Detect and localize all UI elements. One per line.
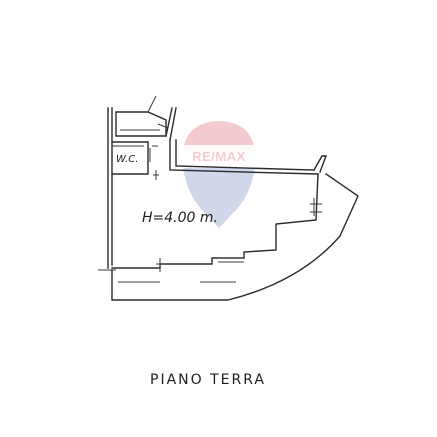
right-diagonal-wall bbox=[313, 155, 328, 173]
entry-block bbox=[115, 111, 167, 137]
wc-fixture bbox=[153, 170, 159, 180]
bottom-marks bbox=[156, 258, 166, 272]
wc-door bbox=[149, 145, 158, 162]
balloon-band bbox=[178, 145, 260, 167]
wc-room bbox=[111, 141, 149, 175]
wc-label: W.C. bbox=[116, 154, 138, 165]
right-wall-ticks bbox=[310, 198, 322, 216]
balloon-bottom bbox=[183, 168, 255, 228]
courtyard-perimeter bbox=[111, 173, 359, 301]
balloon-top bbox=[183, 121, 255, 152]
top-corridor-wall bbox=[165, 107, 177, 141]
entry-door-swing bbox=[147, 95, 157, 113]
window-bottom bbox=[218, 257, 244, 263]
top-wall bbox=[169, 139, 319, 175]
watermark-brand: RE/MAX bbox=[192, 149, 246, 164]
remax-watermark: RE/MAX bbox=[178, 121, 260, 228]
room-height-label: H=4.00 m. bbox=[142, 210, 218, 226]
floor-title: PIANO TERRA bbox=[150, 372, 266, 388]
entry-mark bbox=[157, 123, 169, 129]
